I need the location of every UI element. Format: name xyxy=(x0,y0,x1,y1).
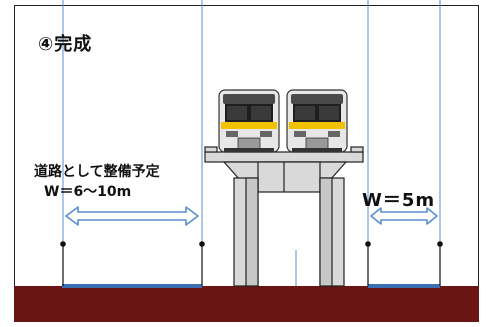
boundary-dot xyxy=(199,241,205,247)
train-left-band xyxy=(221,122,277,129)
train-right-band xyxy=(289,122,345,129)
viaduct xyxy=(204,146,364,287)
road-plan-width: W＝6～10m xyxy=(44,184,132,200)
boundary-lines xyxy=(62,244,441,286)
deck-lip-left xyxy=(204,146,218,153)
boundary-dot xyxy=(437,241,443,247)
deck-lip-right xyxy=(350,146,364,153)
pier-right-inner xyxy=(319,177,333,287)
road-plan-label: 道路として整備予定 W＝6～10m xyxy=(34,162,160,202)
train-right xyxy=(286,89,348,153)
guide-lines xyxy=(62,0,441,286)
boundary-dot xyxy=(60,241,66,247)
diagram-title: ④完成 xyxy=(38,34,93,55)
arrow-left-width xyxy=(65,206,199,226)
ground xyxy=(14,286,479,322)
right-width-label: W＝5m xyxy=(362,190,436,211)
arrow-right-width xyxy=(370,207,438,225)
boundary-dots xyxy=(60,241,443,247)
road-left xyxy=(62,284,202,288)
road-right xyxy=(368,284,440,288)
cap-block xyxy=(257,161,321,193)
viaduct-deck xyxy=(204,151,364,163)
train-left xyxy=(218,89,280,153)
pier-left-inner xyxy=(245,177,259,287)
road-plan-line1: 道路として整備予定 xyxy=(34,164,160,180)
boundary-dot xyxy=(365,241,371,247)
